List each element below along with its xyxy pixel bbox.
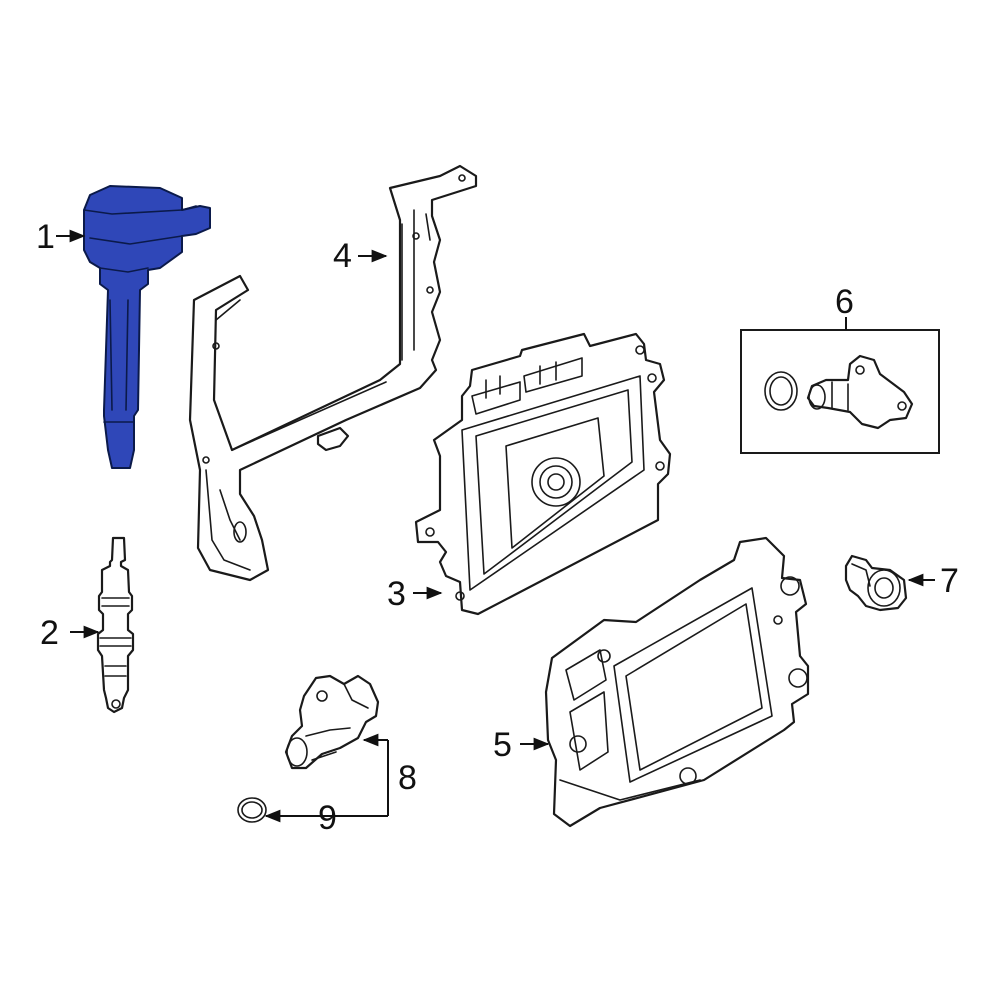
- callout-6: 6: [835, 283, 854, 321]
- ignition-coil[interactable]: [83, 185, 211, 469]
- callout-labels: 1 2 3 4 5 6 7 8 9: [36, 218, 959, 837]
- position-sensor[interactable]: [284, 674, 380, 770]
- callout-4: 4: [333, 237, 352, 275]
- callout-7: 7: [940, 562, 959, 600]
- sensor-kit-sensor[interactable]: [806, 354, 914, 430]
- ecm-mounting-cover[interactable]: [544, 536, 810, 828]
- sensor-kit-seal-ring[interactable]: [764, 371, 798, 411]
- o-ring[interactable]: [237, 797, 267, 823]
- callout-3: 3: [387, 575, 406, 613]
- ecm-bracket[interactable]: [188, 164, 478, 582]
- callout-8: 8: [398, 759, 417, 797]
- leader-lines: [56, 229, 935, 823]
- callout-2: 2: [40, 614, 59, 652]
- engine-control-module[interactable]: [414, 332, 672, 616]
- callout-5: 5: [493, 726, 512, 764]
- part-6-kit-box: [740, 329, 940, 454]
- spark-plug[interactable]: [96, 536, 135, 714]
- callout-9: 9: [318, 799, 337, 837]
- callout-1: 1: [36, 218, 55, 256]
- knock-sensor[interactable]: [844, 554, 908, 612]
